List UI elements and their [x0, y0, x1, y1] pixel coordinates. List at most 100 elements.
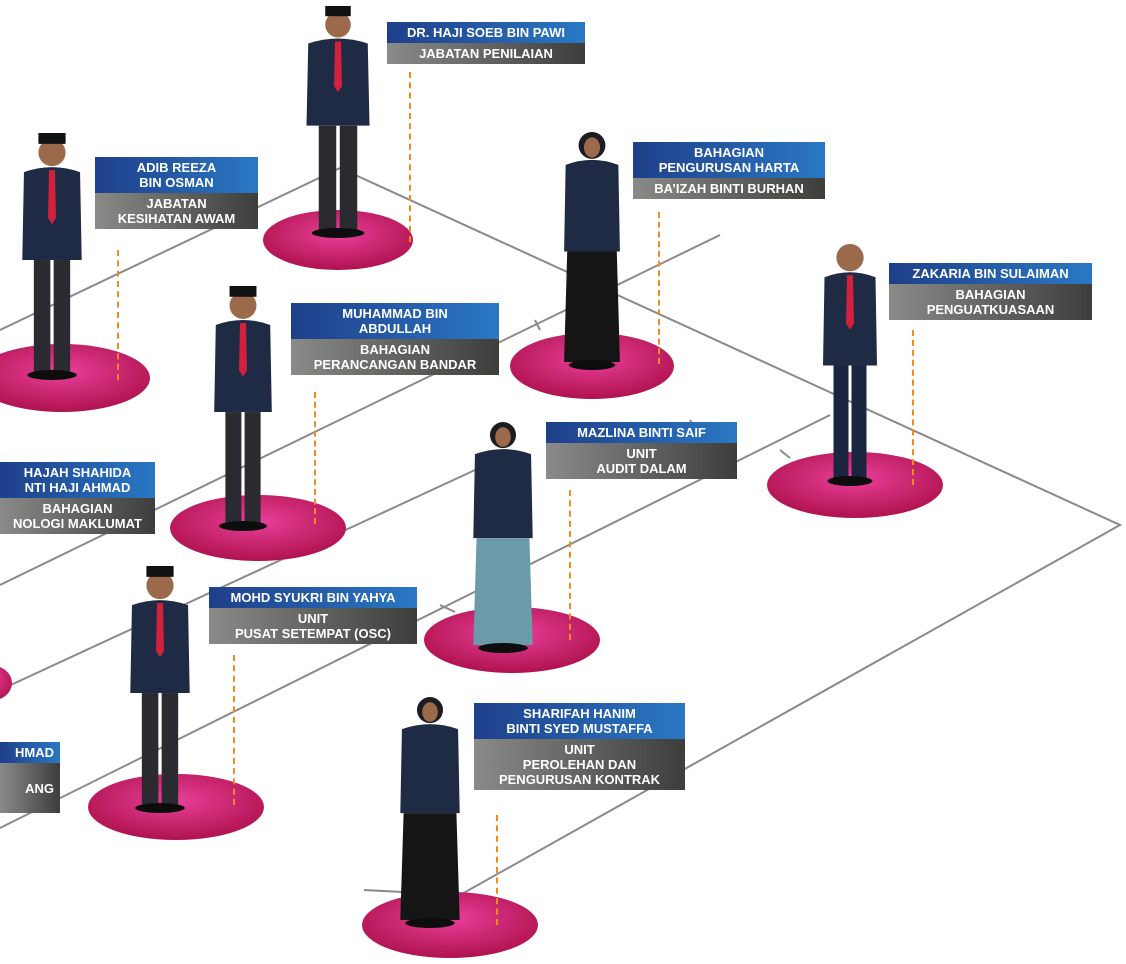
dept-name: BAHAGIAN: [693, 145, 765, 160]
dept-name: UNIT: [297, 611, 329, 626]
shoes: [478, 643, 528, 653]
connector-soeb: [409, 72, 411, 242]
label-zakaria: ZAKARIA BIN SULAIMAN BAHAGIAN PENGUATKUA…: [889, 263, 1092, 320]
left-leg: [141, 693, 159, 805]
dept-name: PUSAT SETEMPAT (OSC): [235, 626, 391, 641]
tie: [156, 603, 164, 658]
person-name: ADIB REEZA: [136, 160, 217, 175]
label-adib: ADIB REEZA BIN OSMAN JABATAN KESIHATAN A…: [95, 157, 258, 229]
face: [583, 137, 601, 158]
face: [495, 427, 511, 447]
face: [422, 702, 438, 722]
label-baizah: BAHAGIAN PENGURUSAN HARTA BA’IZAH BINTI …: [633, 142, 825, 199]
shoes: [568, 360, 616, 370]
connector-sharifah: [496, 815, 498, 925]
dept-name: JABATAN PENILAIAN: [419, 46, 553, 61]
dept-band: BAHAGIAN PENGUATKUASAAN: [889, 284, 1092, 320]
songkok: [229, 286, 257, 297]
name-band: MAZLINA BINTI SAIF: [546, 422, 737, 443]
right-leg: [244, 412, 261, 523]
person-figure-zakaria: [823, 244, 877, 486]
dept-band: UNIT PUSAT SETEMPAT (OSC): [209, 608, 417, 644]
shoes: [135, 803, 185, 813]
shoes: [219, 521, 267, 531]
platform-soeb: [263, 210, 413, 270]
connector-mazlina: [569, 490, 571, 640]
connector-adib: [117, 250, 119, 380]
torso: [473, 449, 533, 539]
person-figure-sharifah: [400, 697, 460, 928]
dept-name: [6, 766, 54, 781]
person-name: ABDULLAH: [358, 321, 432, 336]
label-shahida: HAJAH SHAHIDA NTI HAJI AHMAD BAHAGIAN NO…: [0, 462, 155, 534]
person-figure-mazlina: [473, 422, 533, 653]
head: [146, 572, 174, 600]
label-partial-left: HMAD ANG: [0, 742, 60, 813]
dept-band: JABATAN KESIHATAN AWAM: [95, 193, 258, 229]
head: [836, 244, 864, 272]
dept-band: ANG: [0, 763, 60, 813]
name-band: HAJAH SHAHIDA NTI HAJI AHMAD: [0, 462, 155, 498]
person-name: NTI HAJI AHMAD: [24, 480, 131, 495]
person-name: MAZLINA BINTI SAIF: [577, 425, 706, 440]
person-figure-muhammad: [214, 286, 272, 531]
skirt: [473, 538, 533, 645]
person-name: BA’IZAH BINTI BURHAN: [654, 181, 804, 196]
dept-band: BAHAGIAN NOLOGI MAKLUMAT: [0, 498, 155, 534]
skirt: [564, 251, 620, 362]
person-figures: [22, 6, 877, 928]
person-figure-baizah: [564, 132, 620, 370]
dept-name: BAHAGIAN: [955, 287, 1026, 302]
person-name: ZAKARIA BIN SULAIMAN: [912, 266, 1069, 281]
songkok: [325, 6, 351, 17]
dept-band: BAHAGIAN PERANCANGAN BANDAR: [291, 339, 499, 375]
dept-band: JABATAN PENILAIAN: [387, 43, 585, 64]
dept-name: PENGURUSAN HARTA: [658, 160, 800, 175]
label-muhammad: MUHAMMAD BIN ABDULLAH BAHAGIAN PERANCANG…: [291, 303, 499, 375]
person-name: SHARIFAH HANIM: [523, 706, 636, 721]
left-leg: [318, 125, 337, 230]
connector-baizah: [658, 212, 660, 364]
head: [229, 292, 257, 319]
person-figure-adib: [22, 133, 82, 380]
dept-name: KESIHATAN AWAM: [117, 211, 236, 226]
head: [38, 139, 66, 167]
dept-name: BAHAGIAN: [359, 342, 431, 357]
songkok: [146, 566, 174, 577]
person-name: MUHAMMAD BIN: [342, 306, 448, 321]
tie: [48, 170, 56, 225]
person-name: BIN OSMAN: [139, 175, 214, 190]
name-band: MUHAMMAD BIN ABDULLAH: [291, 303, 499, 339]
platform-adib: [0, 344, 150, 412]
tie: [239, 322, 247, 377]
tie: [334, 41, 342, 93]
name-band: HMAD: [0, 742, 60, 763]
person-name: HMAD: [15, 745, 54, 760]
dept-name: BAHAGIAN: [42, 501, 113, 516]
person-name: DR. HAJI SOEB BIN PAWI: [407, 25, 565, 40]
dept-name: PERANCANGAN BANDAR: [313, 357, 477, 372]
name-band: ZAKARIA BIN SULAIMAN: [889, 263, 1092, 284]
dept-name: PENGUATKUASAAN: [926, 302, 1055, 317]
connector-muhammad: [314, 392, 316, 524]
torso: [400, 724, 460, 814]
dept-name: PEROLEHAN DAN: [522, 757, 637, 772]
dept-name: AUDIT DALAM: [596, 461, 687, 476]
person-name: BINTI SYED MUSTAFFA: [506, 721, 653, 736]
platform-partial-left: [0, 666, 12, 700]
right-leg: [53, 260, 71, 372]
dept-band: BA’IZAH BINTI BURHAN: [633, 178, 825, 199]
connector-syukri: [233, 655, 235, 805]
dept-name: NOLOGI MAKLUMAT: [12, 516, 143, 531]
dept-name: ANG: [25, 781, 54, 796]
person-figure-syukri: [130, 566, 190, 813]
shoes: [827, 476, 873, 486]
dept-band: UNIT PEROLEHAN DAN PENGURUSAN KONTRAK: [474, 739, 685, 790]
label-syukri: MOHD SYUKRI BIN YAHYA UNIT PUSAT SETEMPA…: [209, 587, 417, 644]
torso: [564, 159, 620, 252]
head: [325, 12, 351, 38]
person-name: MOHD SYUKRI BIN YAHYA: [230, 590, 396, 605]
left-leg: [225, 412, 242, 523]
person-figure-soeb: [306, 6, 370, 238]
